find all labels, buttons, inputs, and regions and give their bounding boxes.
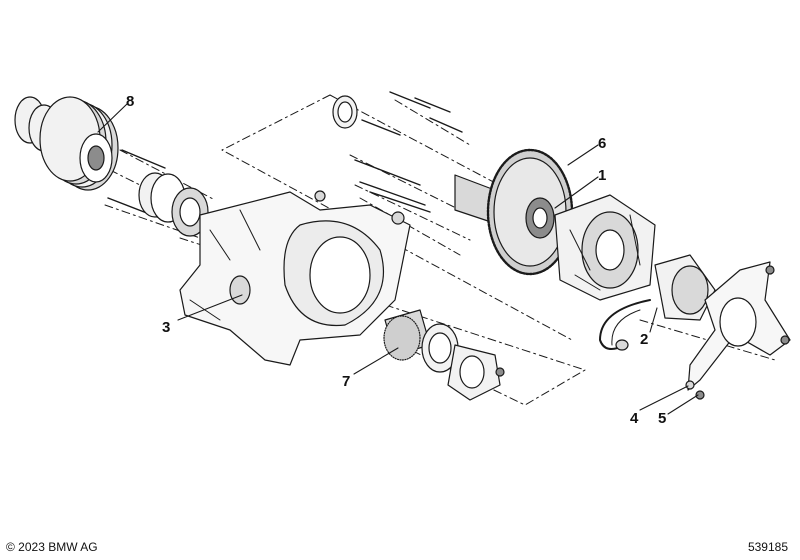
callout-8: 8 — [126, 93, 134, 110]
bolts-top — [354, 91, 463, 213]
seal-assembly-left — [138, 172, 209, 237]
part-1-differential — [554, 194, 656, 301]
part-8-pulley — [14, 96, 119, 191]
callout-7: 7 — [342, 373, 350, 390]
callout-5: 5 — [658, 410, 666, 427]
part-2-sensor — [599, 254, 716, 351]
callout-2: 2 — [640, 331, 648, 348]
part-3-housing — [179, 190, 411, 366]
callout-3: 3 — [162, 319, 170, 336]
callout-leaders — [97, 102, 699, 415]
ring-top — [332, 95, 358, 129]
copyright-notice: © 2023 BMW AG — [6, 540, 98, 554]
part-4-5-flange — [685, 261, 791, 400]
callout-6: 6 — [598, 135, 606, 152]
part-6-ring-gear — [454, 148, 574, 276]
callout-4: 4 — [630, 410, 639, 427]
part-7-bearing — [383, 309, 505, 401]
diagram-id: 539185 — [747, 540, 788, 554]
callout-1: 1 — [598, 167, 606, 184]
